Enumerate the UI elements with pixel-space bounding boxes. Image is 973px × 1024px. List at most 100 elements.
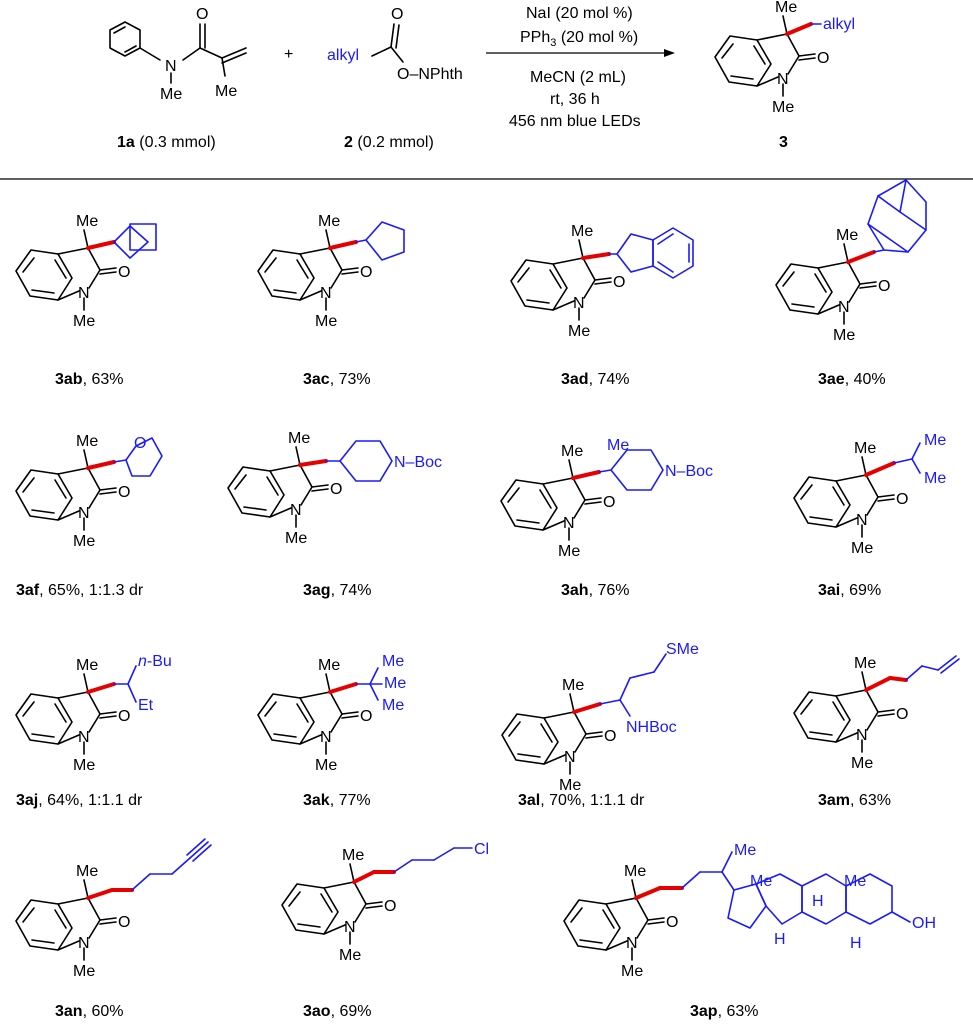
core-me-label: Me <box>342 847 364 864</box>
core-n-label: N <box>320 729 332 746</box>
caption-3ab: 3ab, 63% <box>55 371 124 388</box>
core-me-label: Me <box>561 443 583 460</box>
core-nme-label: Me <box>73 313 95 330</box>
3ah-me-label: Me <box>607 437 629 454</box>
core-me-label: Me <box>854 440 876 457</box>
compound-captions: 3ab, 63% 3ac, 73% 3ad, 74% 3ae, 40% 3af,… <box>16 371 891 1020</box>
caption-3ag: 3ag, 74% <box>303 582 372 599</box>
core-me-label: Me <box>624 863 646 880</box>
core-n-label: N <box>78 285 90 302</box>
core-nme-label: Me <box>73 963 95 980</box>
1a-nme-label: Me <box>160 86 182 103</box>
core-o-label: O <box>896 491 908 508</box>
3ap-h2-label: H <box>812 893 824 910</box>
reactant-1a-caption: 1a (0.3 mmol) <box>117 134 216 151</box>
core-me-label: Me <box>76 213 98 230</box>
core-nme-label: Me <box>851 540 873 557</box>
core-n-label: N <box>78 729 90 746</box>
core-o-label: O <box>330 481 342 498</box>
3ai-me2-label: Me <box>924 470 946 487</box>
core-nme-label: Me <box>558 543 580 560</box>
3ak-me3-label: Me <box>382 697 404 714</box>
reactant-2: alkyl O O–NPhth 2 (0.2 mmol) <box>327 6 463 151</box>
core-o-label: O <box>360 264 372 281</box>
core-nme-label: Me <box>315 313 337 330</box>
core-me-label: Me <box>571 223 593 240</box>
core-n-label: N <box>563 515 575 532</box>
caption-3ao: 3ao, 69% <box>303 1003 372 1020</box>
core-o-label: O <box>118 484 130 501</box>
product-3: alkyl Me O N Me <box>714 0 855 116</box>
3ak-me2-label: Me <box>384 675 406 692</box>
condition-solvent: MeCN (2 mL) <box>530 69 626 86</box>
caption-3aj: 3aj, 64%, 1:1.1 dr <box>16 792 143 809</box>
product-n: N <box>777 71 789 88</box>
3ak-me1-label: Me <box>382 653 404 670</box>
3aj-nbu-label: n-Bu <box>138 653 172 670</box>
core-o-label: O <box>384 898 396 915</box>
core-nme-label: Me <box>73 533 95 550</box>
3al-sme-label: SMe <box>666 641 699 658</box>
core-me-label: Me <box>562 677 584 694</box>
caption-3ak: 3ak, 77% <box>303 792 371 809</box>
reaction-conditions: NaI (20 mol %) PPh3 (20 mol %) MeCN (2 m… <box>486 5 675 130</box>
3ag-nboc-label: N–Boc <box>394 454 442 471</box>
caption-3ae: 3ae, 40% <box>818 371 886 388</box>
condition-light: 456 nm blue LEDs <box>509 113 641 130</box>
caption-3ac: 3ac, 73% <box>303 371 371 388</box>
1a-me-label: Me <box>215 83 237 100</box>
caption-3ah: 3ah, 76% <box>561 582 630 599</box>
core-me-label: Me <box>318 657 340 674</box>
core-me-label: Me <box>76 657 98 674</box>
core-n-label: N <box>564 749 576 766</box>
product-alkyl: alkyl <box>823 16 855 33</box>
condition-time: rt, 36 h <box>550 91 600 108</box>
core-nme-label: Me <box>559 777 581 794</box>
core-me-label: Me <box>288 430 310 447</box>
3al-nhboc-label: NHBoc <box>626 719 677 736</box>
core-n-label: N <box>320 285 332 302</box>
3ai-me1-label: Me <box>924 432 946 449</box>
caption-3af: 3af, 65%, 1:1.3 dr <box>16 582 144 599</box>
core-o-label: O <box>360 708 372 725</box>
product-o: O <box>817 50 829 67</box>
core-n-label: N <box>344 919 356 936</box>
reactant-1a: N Me O Me 1a (0.3 mmol) <box>109 6 247 151</box>
product-3-caption: 3 <box>779 134 788 151</box>
core-n-label: N <box>78 505 90 522</box>
3aj-et-label: Et <box>138 697 154 714</box>
reaction-scheme: N Me O Me 1a (0.3 mmol) + alkyl O O–NPht… <box>109 0 855 151</box>
product-nme: Me <box>772 99 794 116</box>
core-me-label: Me <box>76 433 98 450</box>
core-n-label: N <box>856 727 868 744</box>
3ap-me1-label: Me <box>734 842 756 859</box>
core-o-label: O <box>118 708 130 725</box>
core-nme-label: Me <box>833 327 855 344</box>
core-nme-label: Me <box>851 755 873 772</box>
condition-nai: NaI (20 mol %) <box>526 5 633 22</box>
2-onphth-label: O–NPhth <box>397 66 463 83</box>
core-me-label: Me <box>854 655 876 672</box>
core-o-label: O <box>603 494 615 511</box>
core-o-label: O <box>118 264 130 281</box>
core-o-label: O <box>604 728 616 745</box>
core-o-label: O <box>666 914 678 931</box>
core-me-label: Me <box>318 213 340 230</box>
2-carbonyl-o: O <box>391 6 403 23</box>
3ao-cl-label: Cl <box>474 841 489 858</box>
core-o-label: O <box>613 274 625 291</box>
